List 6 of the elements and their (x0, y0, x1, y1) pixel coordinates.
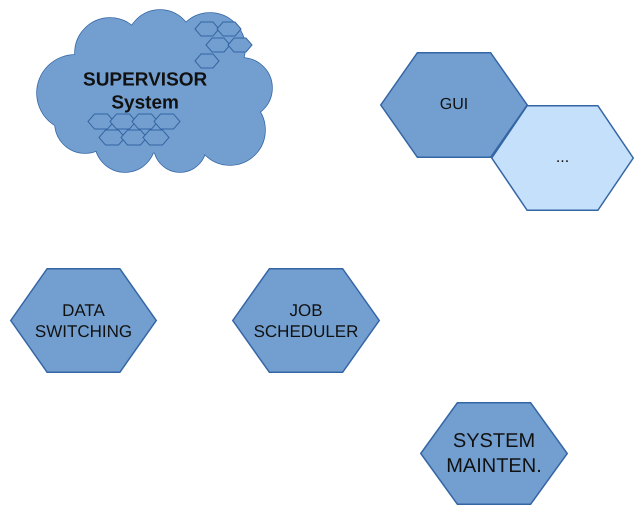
hexagon-label: ... (554, 148, 570, 168)
hexagon-label: DATA SWITCHING (34, 299, 134, 342)
cloud-label: SUPERVISOR System (82, 68, 208, 116)
hexagon-label: JOB SCHEDULER (252, 299, 360, 342)
hexagon-label: GUI (438, 95, 470, 115)
hexagon-label: SYSTEM MAINTEN. (445, 428, 543, 478)
